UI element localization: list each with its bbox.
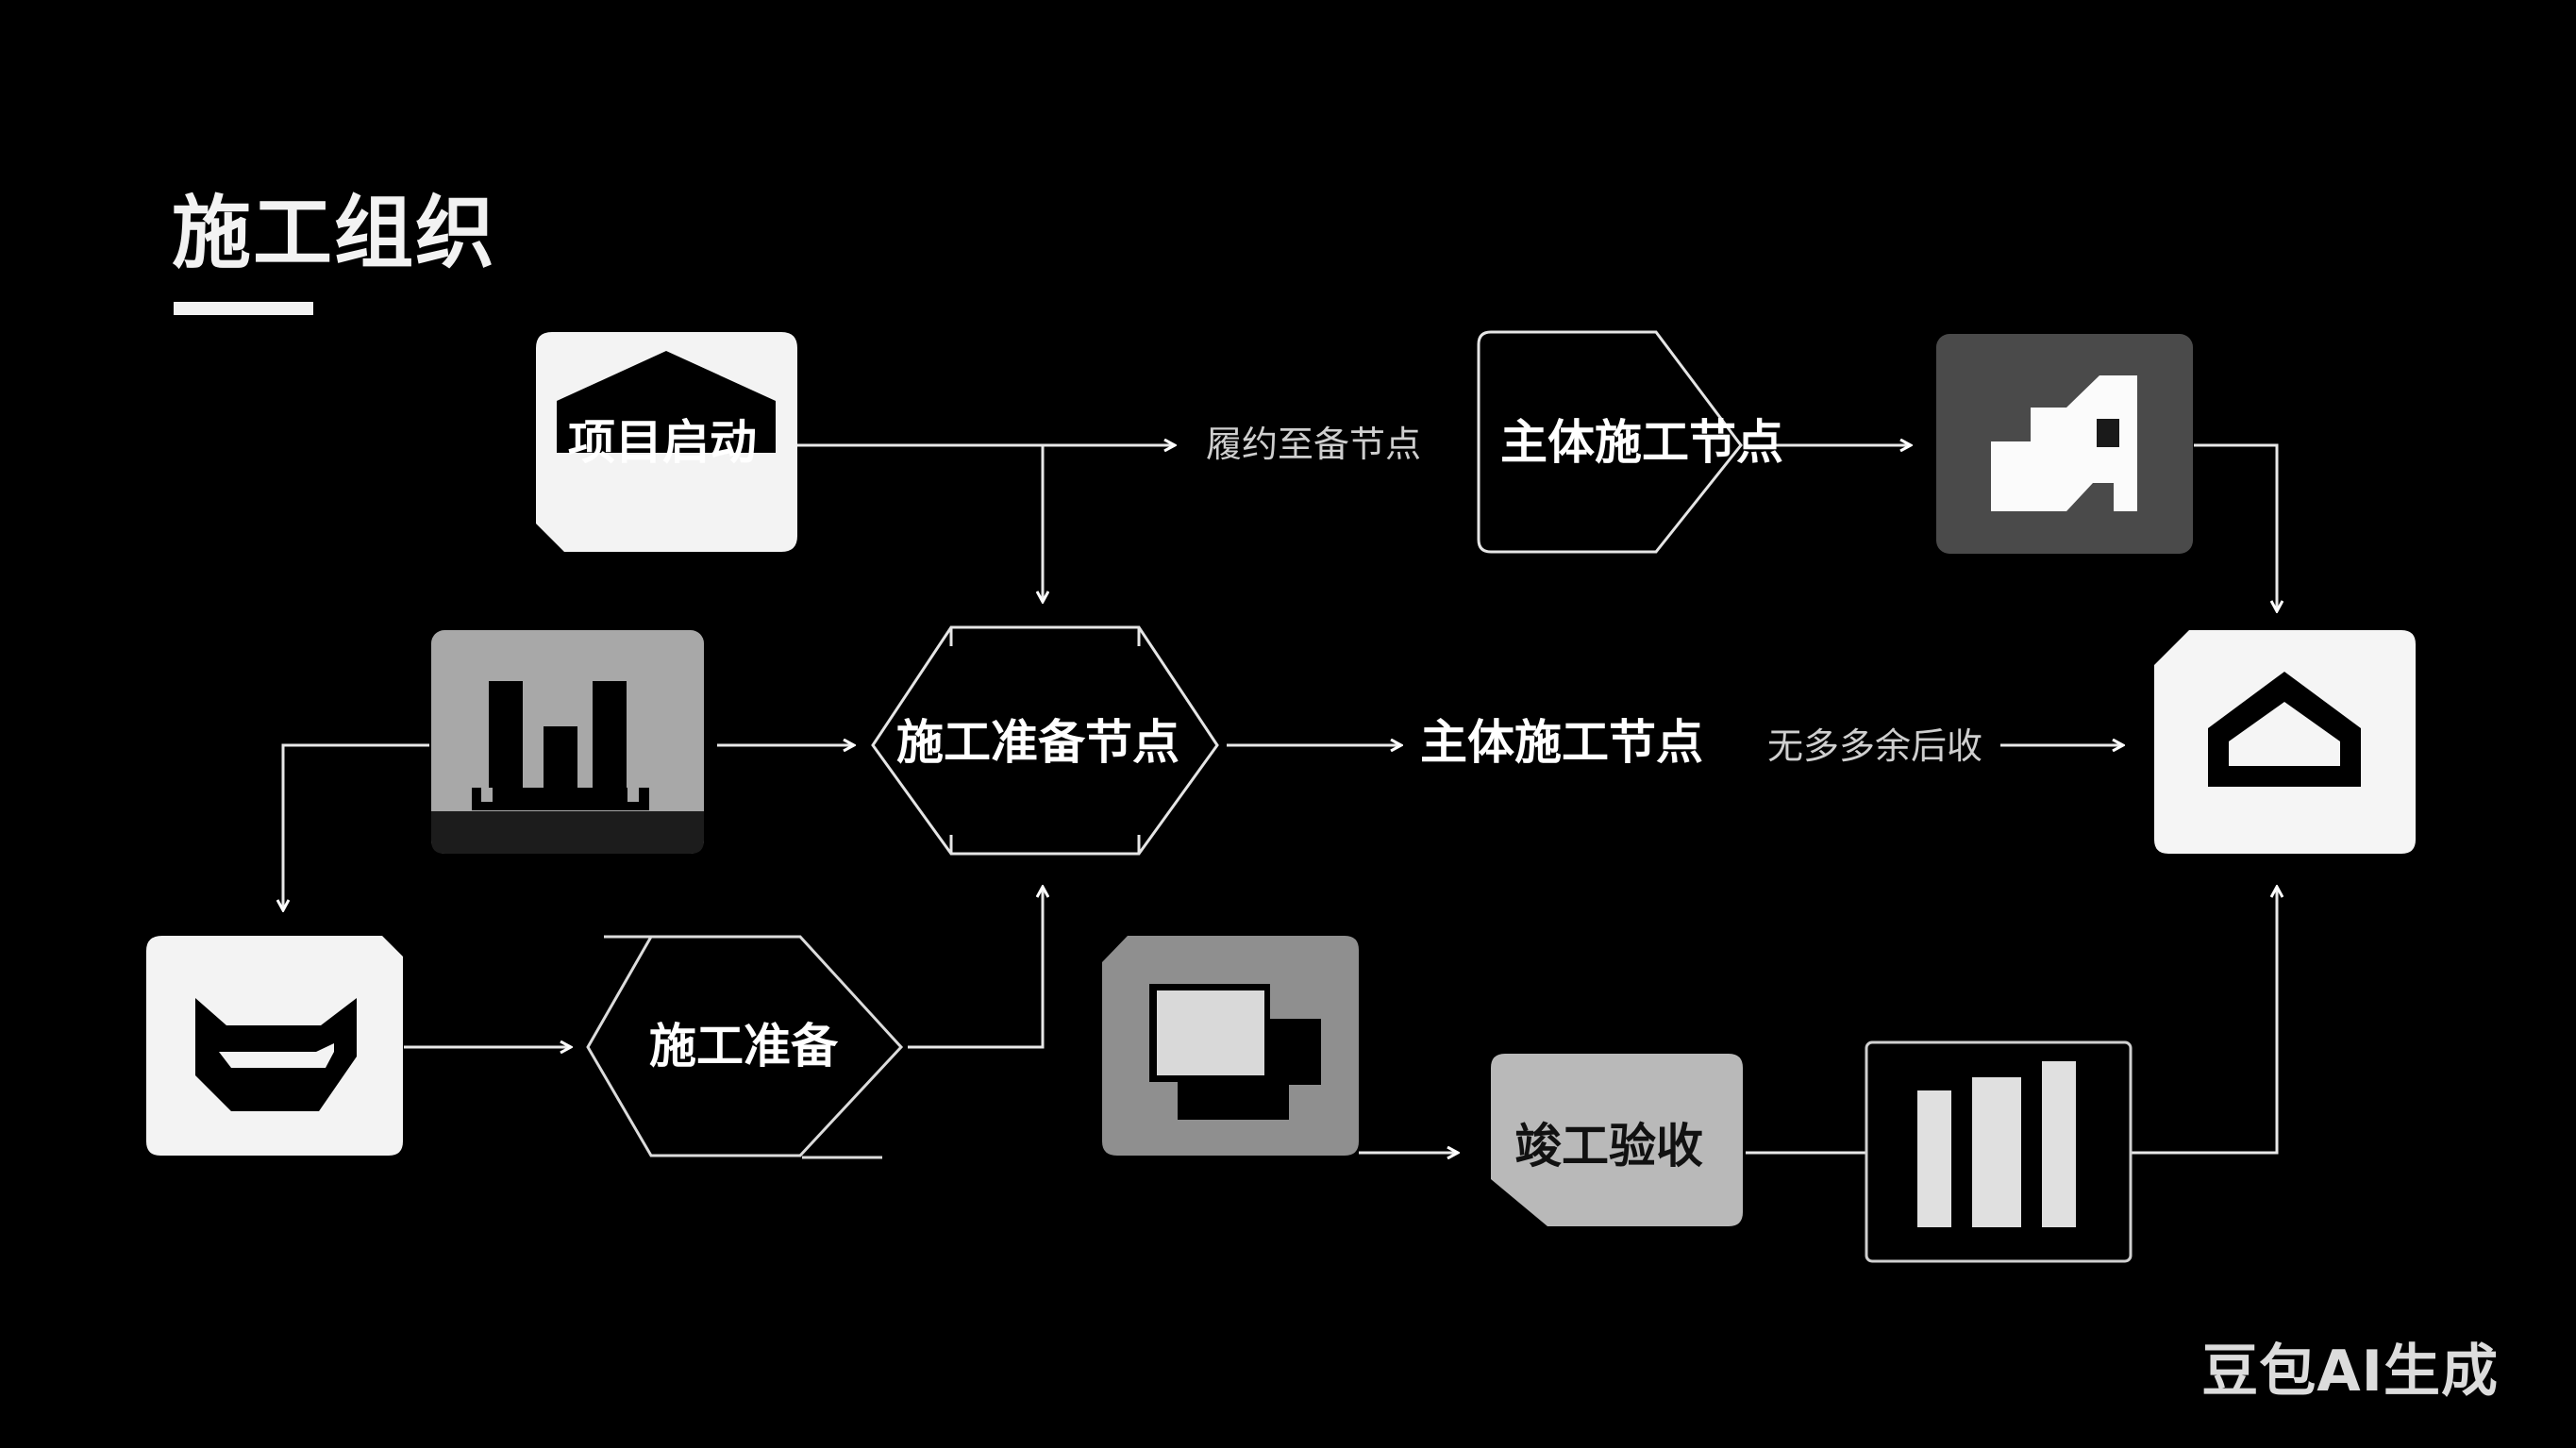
completion-card (1491, 1054, 1743, 1226)
tray-card (146, 936, 403, 1156)
bars-card (1865, 1040, 2133, 1263)
edge-building-to-home (2194, 443, 2277, 611)
edge-label-mid: 无多多余后收 (1767, 725, 1983, 767)
prep-node-shape (871, 625, 1219, 856)
edge-bars-to-home (2131, 887, 2277, 1155)
edge-chart-to-tray (283, 743, 429, 910)
chart-card-left (431, 630, 704, 854)
node-label-construction-prep: 施工准备 (649, 1019, 838, 1074)
home-end-card (2154, 630, 2416, 854)
page-title: 施工组织 (172, 187, 497, 279)
building-icon (1991, 375, 2137, 511)
window-card (1102, 936, 1359, 1156)
project-start-card (536, 332, 797, 552)
node-label-completion: 竣工验收 (1514, 1119, 1703, 1173)
node-label-main-top: 主体施工节点 (1500, 415, 1783, 470)
house-icon (557, 351, 776, 453)
node-label-prep: 施工准备节点 (896, 715, 1179, 770)
edge-label-top: 履约至备节点 (1206, 424, 1422, 465)
construction-prep-shape (586, 935, 904, 1159)
main-node-top-shape (1477, 330, 1743, 554)
watermark: 豆包AI生成 (2201, 1339, 2499, 1405)
building-card (1936, 334, 2193, 554)
node-label-project-start: 项目启动 (568, 415, 757, 470)
node-label-main-center: 主体施工节点 (1420, 715, 1703, 770)
title-underline (174, 302, 313, 315)
edge-constprep-to-prep (908, 887, 1043, 1049)
